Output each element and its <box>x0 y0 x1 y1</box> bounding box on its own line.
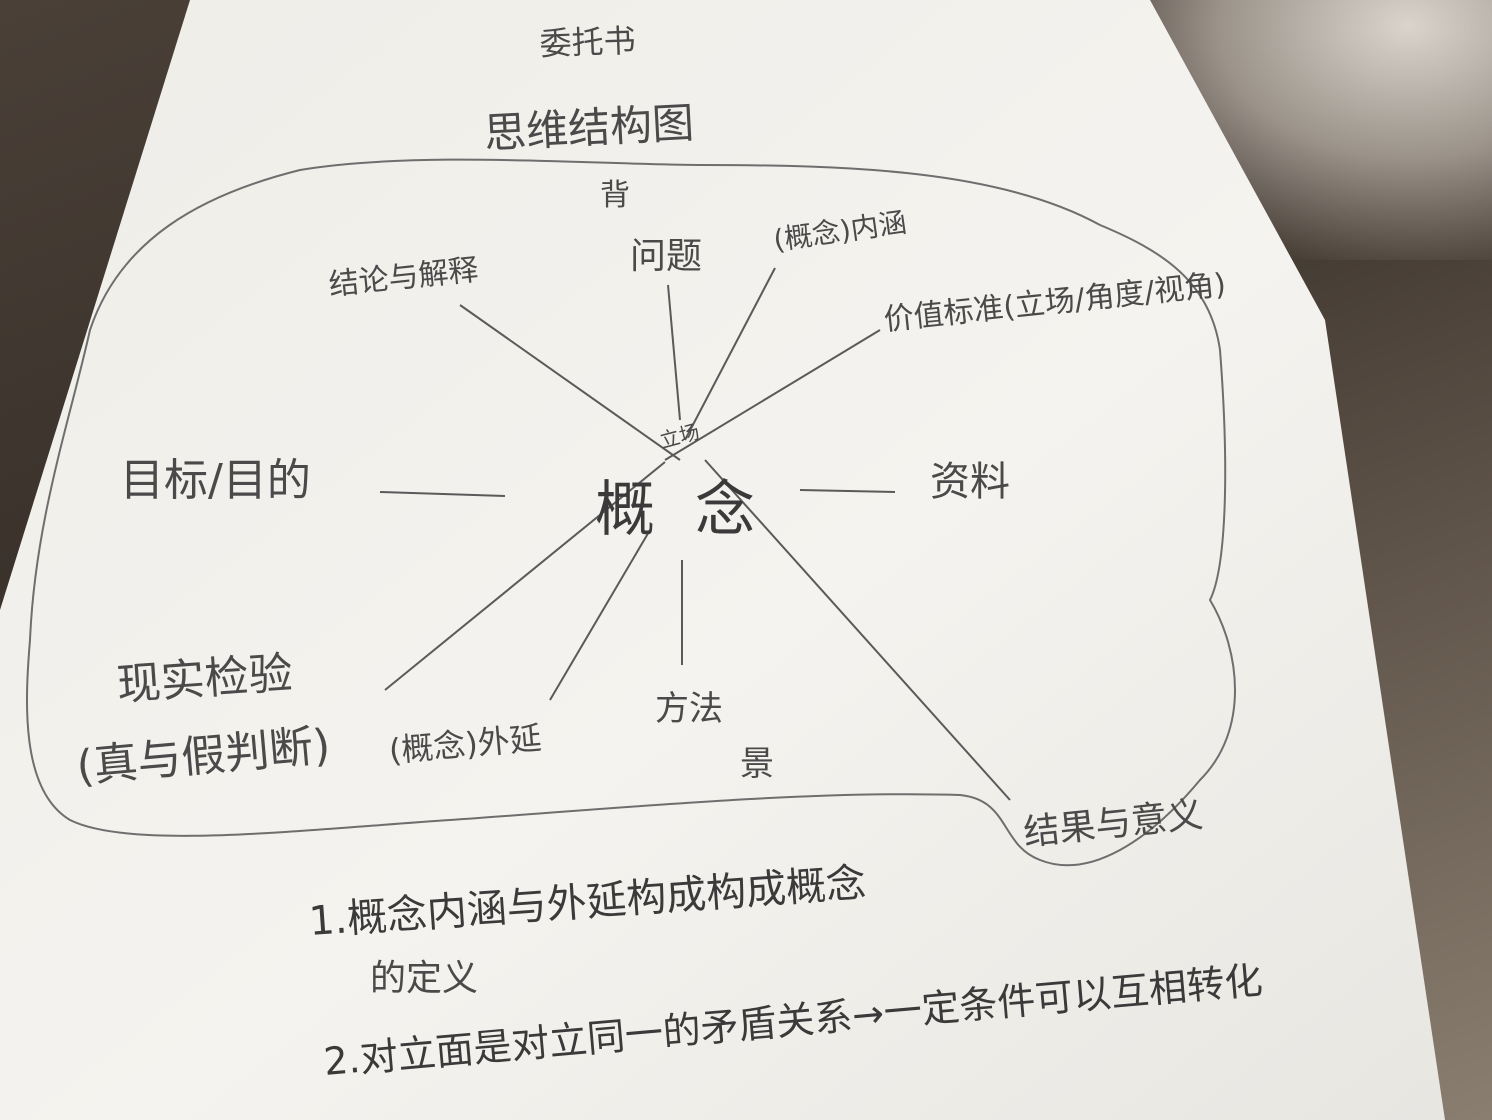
node-goal: 目标/目的 <box>120 455 311 506</box>
spoke-conclusion <box>459 304 681 461</box>
node-problem: 问题 <box>630 236 702 277</box>
spoke-result <box>704 459 1011 801</box>
node-method: 方法 <box>655 689 723 729</box>
spoke-reality <box>384 461 666 691</box>
node-reality: 现实检验 <box>115 648 294 711</box>
spoke-goal <box>379 491 506 497</box>
spoke-extension <box>549 529 651 701</box>
node-top: 背 <box>600 178 630 213</box>
paper-title: 委托书 <box>539 22 636 63</box>
center-concept: 概念 <box>595 475 795 545</box>
spoke-material <box>799 489 896 493</box>
mindmap-boundary <box>26 158 1236 867</box>
node-material: 资料 <box>930 459 1010 505</box>
spoke-value <box>664 329 881 461</box>
paper-sheet <box>0 0 1445 1120</box>
spoke-intension <box>684 267 776 441</box>
diagram-subtitle: 思维结构图 <box>483 98 695 158</box>
spoke-problem <box>667 284 681 421</box>
node-scene: 景 <box>740 744 774 784</box>
note-line-1b: 的定义 <box>370 958 478 999</box>
mindmap-spokes <box>379 267 1011 801</box>
